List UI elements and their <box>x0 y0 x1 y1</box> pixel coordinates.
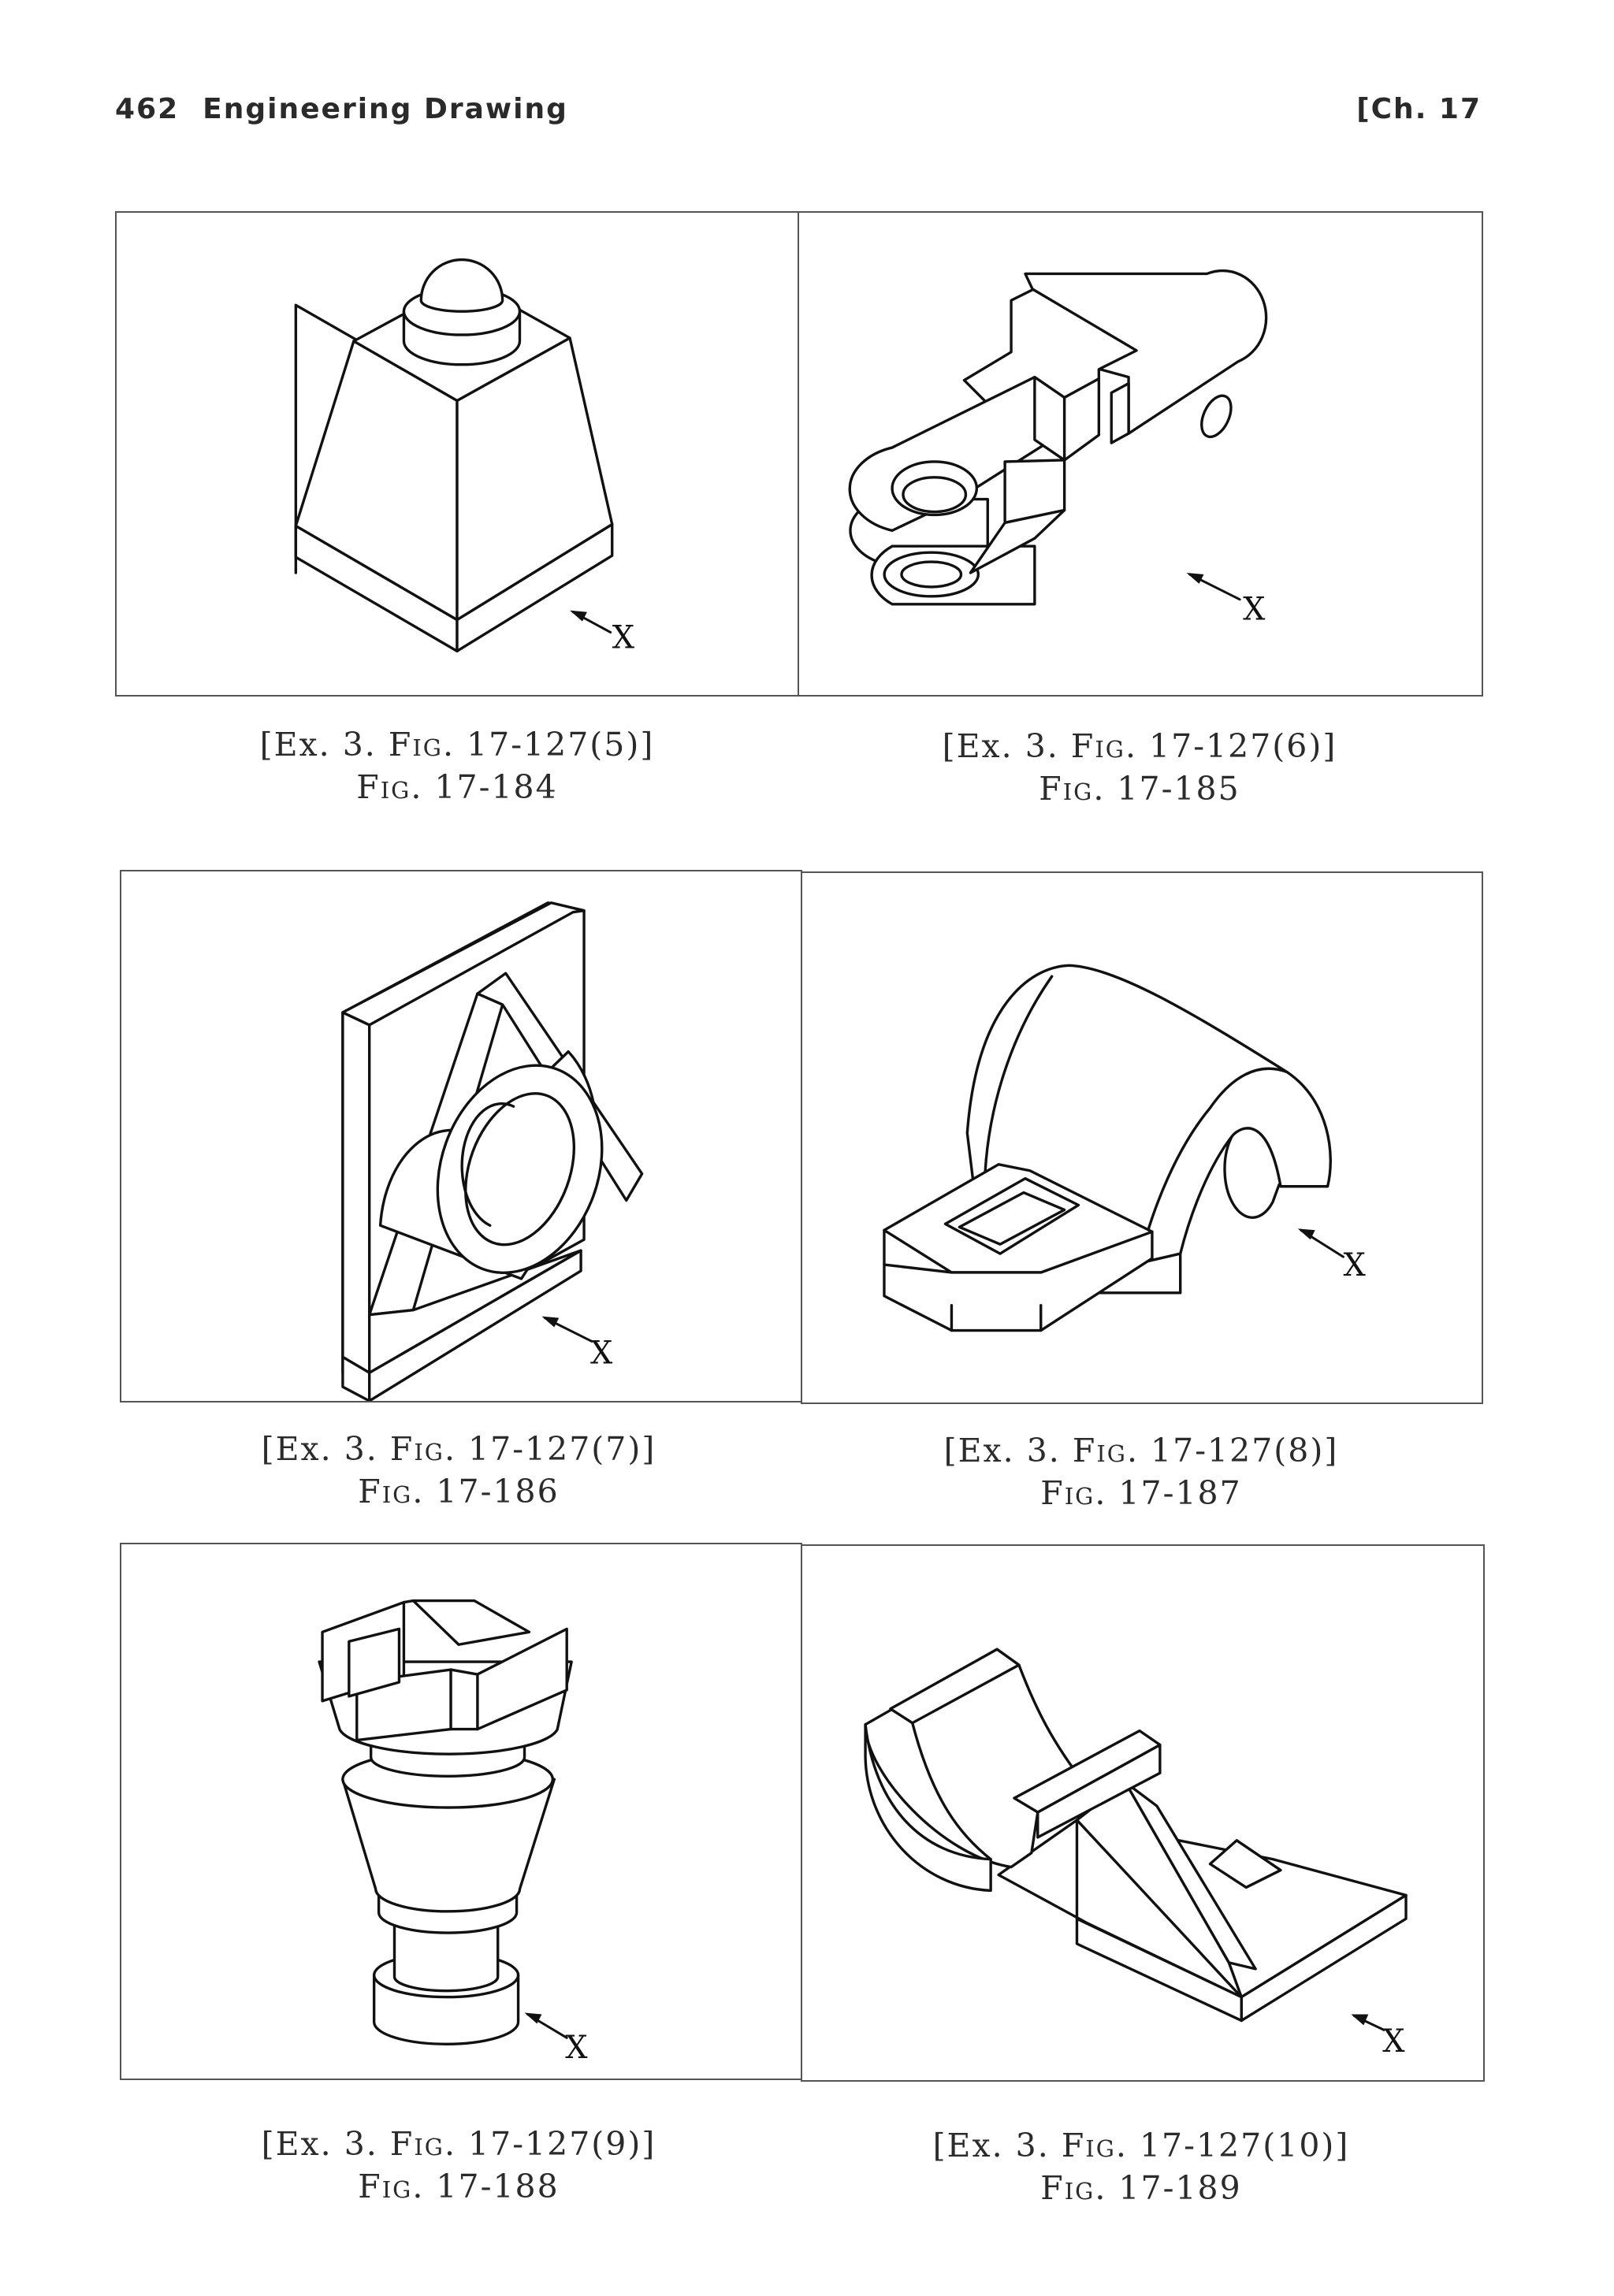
figure-panel-17-186: X <box>120 870 802 1402</box>
figure-number: Fig. 17-189 <box>1040 2169 1242 2207</box>
figure-number: Fig. 17-184 <box>356 768 558 806</box>
figure-number: Fig. 17-185 <box>1039 770 1240 808</box>
exercise-reference: [Ex. 3. Fig. 17-127(8)] <box>943 1432 1339 1469</box>
caption-17-185: [Ex. 3. Fig. 17-127(6)] Fig. 17-185 <box>801 725 1478 810</box>
figure-panel-17-185: X <box>798 211 1483 697</box>
page-number: 462 <box>115 93 180 125</box>
view-x-label: X <box>590 1335 613 1371</box>
running-title: Engineering Drawing <box>203 93 568 125</box>
caption-17-184: [Ex. 3. Fig. 17-127(5)] Fig. 17-184 <box>118 723 796 808</box>
exercise-reference: [Ex. 3. Fig. 17-127(7)] <box>261 1430 656 1468</box>
view-x-label: X <box>565 2030 588 2066</box>
exercise-reference: [Ex. 3. Fig. 17-127(10)] <box>932 2127 1350 2164</box>
clevis-bracket-drawing: X <box>848 269 1268 628</box>
exercise-reference: [Ex. 3. Fig. 17-127(9)] <box>261 2125 656 2163</box>
caption-17-187: [Ex. 3. Fig. 17-127(8)] Fig. 17-187 <box>802 1429 1480 1514</box>
caption-17-188: [Ex. 3. Fig. 17-127(9)] Fig. 17-188 <box>120 2123 798 2208</box>
caption-17-186: [Ex. 3. Fig. 17-127(7)] Fig. 17-186 <box>120 1428 798 1513</box>
chapter-label: [Ch. 17 <box>1356 93 1482 125</box>
figure-panel-17-187: X <box>801 871 1483 1404</box>
figure-panel-17-188: X <box>120 1543 802 2080</box>
view-x-label: X <box>1343 1247 1366 1284</box>
exercise-reference: [Ex. 3. Fig. 17-127(6)] <box>942 727 1337 765</box>
view-x-label: X <box>612 619 635 656</box>
figure-panel-17-184: X <box>115 211 799 697</box>
pedestal-with-ball-drawing: X <box>294 258 635 656</box>
bracket-with-saddle-and-rib-drawing: X <box>864 1648 1408 2060</box>
caption-17-189: [Ex. 3. Fig. 17-127(10)] Fig. 17-189 <box>802 2124 1480 2209</box>
saddle-with-slotted-tab-drawing: X <box>883 964 1366 1332</box>
view-x-label: X <box>1243 592 1266 628</box>
exercise-reference: [Ex. 3. Fig. 17-127(5)] <box>259 726 655 763</box>
chess-rook-drawing: X <box>318 1599 588 2066</box>
figure-number: Fig. 17-187 <box>1040 1474 1242 1512</box>
view-x-label: X <box>1382 2023 1405 2060</box>
figure-number: Fig. 17-188 <box>358 2168 560 2205</box>
figure-number: Fig. 17-186 <box>358 1473 560 1510</box>
plate-with-boss-drawing: X <box>341 901 644 1401</box>
figure-panel-17-189: X <box>801 1544 1485 2082</box>
running-header: 462 Engineering Drawing <box>115 93 568 125</box>
